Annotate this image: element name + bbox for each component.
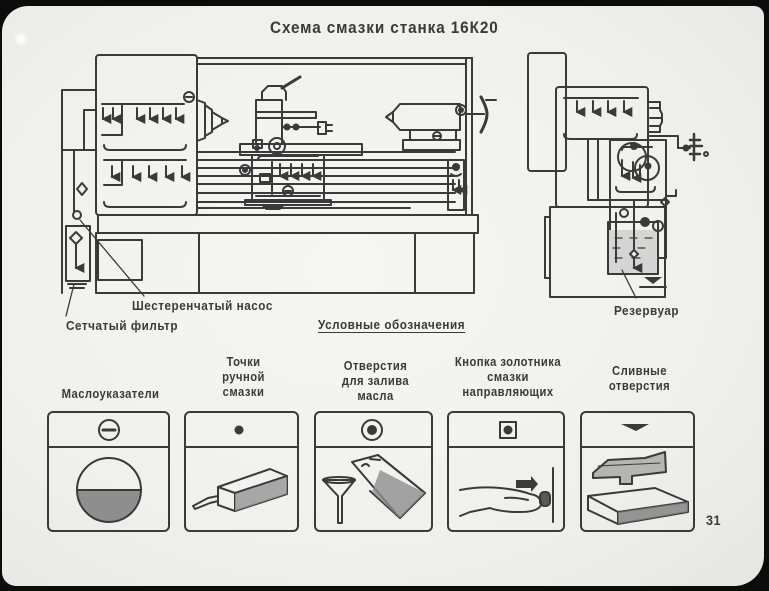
reservoir-leader bbox=[621, 269, 637, 299]
legend-box-filling-holes bbox=[314, 411, 433, 532]
tailstock bbox=[392, 103, 461, 131]
gear-pump-leader bbox=[79, 219, 145, 297]
chuck bbox=[196, 99, 229, 142]
legend-label-line: Точки bbox=[226, 355, 261, 369]
legend-label-spool-button: Кнопка золотника смазки направляющих bbox=[441, 355, 574, 400]
tool-post bbox=[261, 85, 287, 101]
slide: Схема смазки станка 16К20 Шестеренчатый … bbox=[2, 6, 764, 586]
legend-boxes bbox=[47, 411, 695, 532]
legend-label-filling-holes: Отверстия для залива масла bbox=[323, 359, 428, 404]
legend-label-line: Сливные bbox=[612, 364, 667, 378]
legend-label-line: Отверстия bbox=[343, 359, 408, 373]
lubrication-diagram bbox=[47, 52, 709, 532]
legend-box-drain-holes bbox=[580, 411, 695, 532]
flow-indicator bbox=[76, 182, 88, 196]
legend-label-line: масла bbox=[357, 389, 394, 403]
mesh-filter-leader bbox=[65, 283, 75, 317]
legend-label-line: для залива bbox=[341, 374, 410, 388]
legend-title: Условные обозначения bbox=[318, 317, 466, 332]
legend-label-manual-points: Точки ручной смазки bbox=[193, 355, 295, 400]
handwheel-boss bbox=[239, 164, 251, 176]
legend-label-drain-holes: Сливные отверстия bbox=[589, 364, 691, 394]
gear-pump-symbol bbox=[72, 210, 82, 220]
down-triangle-icon bbox=[621, 424, 649, 431]
drain-symbol bbox=[644, 277, 662, 284]
film-glare bbox=[16, 34, 26, 44]
legend-label-line: отверстия bbox=[608, 379, 671, 393]
bed-base bbox=[97, 214, 479, 234]
legend-label-line: Кнопка золотника bbox=[454, 355, 562, 369]
ringed-dot-icon bbox=[361, 419, 383, 441]
legend-label-line: Маслоуказатели bbox=[61, 387, 160, 401]
oil-level-indicator bbox=[183, 91, 195, 103]
bed-ways bbox=[196, 151, 456, 209]
bed-stand bbox=[95, 232, 475, 294]
oil-can-illustration bbox=[192, 468, 288, 512]
legend-box-manual-points bbox=[184, 411, 299, 532]
apron-oil-arrows bbox=[278, 163, 322, 181]
side-base bbox=[549, 206, 666, 298]
oil-flow-arrows-upper bbox=[101, 107, 185, 124]
cross-slide-handwheel bbox=[268, 137, 286, 155]
lathe-front-view bbox=[61, 54, 497, 317]
reservoir-label: Резервуар bbox=[614, 303, 680, 318]
legend-label-line: ручной bbox=[222, 370, 265, 384]
legend-label-line: смазки bbox=[487, 370, 529, 384]
legend-box-spool-button bbox=[447, 411, 565, 532]
legend-label-line: смазки bbox=[222, 385, 265, 399]
tailstock-handwheel bbox=[479, 95, 489, 134]
gear-pump-label: Шестеренчатый насос bbox=[132, 298, 273, 313]
legend-label-line: направляющих bbox=[462, 385, 554, 399]
oil-flow-arrows-lower bbox=[110, 165, 191, 182]
dot-icon bbox=[234, 425, 244, 435]
side-motor-cover bbox=[527, 52, 567, 172]
finger-pressing-button-illustration bbox=[459, 467, 554, 523]
legend-box-oil-gauge bbox=[47, 411, 170, 532]
diagram-title: Схема смазки станка 16К20 bbox=[270, 18, 499, 37]
lathe-side-view bbox=[527, 52, 709, 299]
page-number: 31 bbox=[706, 512, 722, 528]
funnel-and-housing-illustration bbox=[322, 454, 426, 524]
square-dot-icon bbox=[499, 421, 517, 439]
legend-label-oil-gauges: Маслоуказатели bbox=[56, 387, 165, 402]
circle-minus-icon bbox=[98, 419, 120, 441]
drain-tray-illustration bbox=[587, 451, 689, 525]
mesh-filter-label: Сетчатый фильтр bbox=[66, 318, 179, 333]
